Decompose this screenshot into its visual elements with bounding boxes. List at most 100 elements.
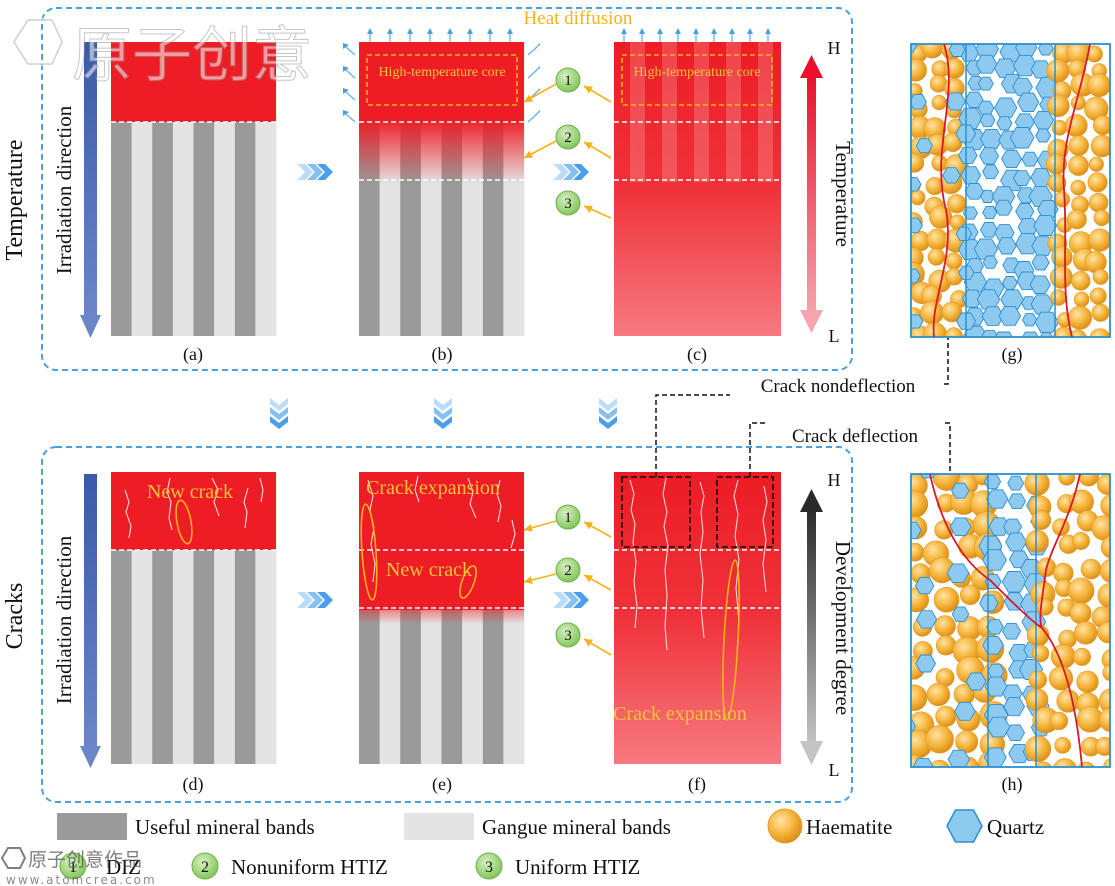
panel-e-expansion-text: Crack expansion <box>366 477 500 499</box>
haematite-grain <box>1070 95 1086 111</box>
heat-arrow-icon <box>507 28 513 42</box>
label-b: (b) <box>432 344 453 365</box>
quartz-grain <box>1021 313 1038 327</box>
haematite-grain <box>931 94 947 111</box>
quartz-grain <box>996 116 1013 131</box>
panel-c-core-text: High-temperature core <box>633 65 760 80</box>
haematite-grain <box>1087 73 1110 98</box>
panel-d-new-crack-label: New crack <box>147 481 233 503</box>
haematite-grain <box>1068 155 1089 176</box>
pointer-arrow-icon <box>523 573 557 584</box>
haematite-grain <box>1024 735 1052 763</box>
quartz-grain <box>965 672 987 691</box>
haematite-grain <box>1074 621 1098 645</box>
quartz-grain <box>986 619 1004 635</box>
panel-c-core-label: High-temperature core <box>633 65 760 80</box>
heat-arrow-icon <box>527 66 540 79</box>
haematite-grain <box>925 725 954 754</box>
panel-f-cracks <box>629 477 768 653</box>
zone-marker: 1 <box>555 504 581 530</box>
watermark-bottom-icon <box>0 847 27 869</box>
haematite-grain <box>1046 59 1070 83</box>
cracks-frame <box>41 446 853 803</box>
dev-axis-low: L <box>829 760 840 780</box>
legend-gangue-label: Gangue mineral bands <box>482 815 671 839</box>
heat-arrow-icon <box>711 28 717 42</box>
label-h: (h) <box>1002 774 1023 795</box>
heat-diffusion-label: Heat diffusion <box>524 8 633 29</box>
heat-arrow-icon <box>467 28 473 42</box>
quartz-grain <box>911 314 924 329</box>
quartz-grain <box>964 183 984 200</box>
panel-f-heat-block <box>614 472 781 764</box>
haematite-grain <box>911 490 929 518</box>
heat-arrow-icon <box>343 43 356 56</box>
panel-e-heat-fade <box>359 596 524 624</box>
haematite-grain <box>1054 736 1072 754</box>
legend-marker-1-text: 1 <box>69 859 77 876</box>
watermark-top: 原子创意 <box>11 17 313 92</box>
haematite-grain <box>1088 192 1109 213</box>
flow-chevron-icon <box>553 592 589 608</box>
watermark-top-text: 原子创意 <box>72 21 312 91</box>
panel-d-new-crack-ring <box>175 499 193 545</box>
crack-deflection-label: Crack deflection <box>792 426 919 447</box>
haematite-grain <box>1092 268 1109 285</box>
haematite-grain <box>1067 577 1095 604</box>
irradiation-label-top: Irradiation direction <box>52 105 76 274</box>
temp-axis-arrow <box>800 55 823 333</box>
quartz-grain <box>1003 518 1023 536</box>
quartz-grain <box>1009 127 1035 149</box>
quartz-grain <box>984 574 1002 590</box>
haematite-grain <box>1097 621 1110 644</box>
panel-b-core-label: High-temperature core <box>378 65 505 80</box>
haematite-grain <box>1031 510 1052 530</box>
haematite-grain <box>1067 209 1087 230</box>
haematite-grain <box>1049 265 1073 289</box>
quartz-grain <box>920 474 936 479</box>
pointer-arrow-icon <box>583 85 612 103</box>
zone-marker: 3 <box>555 622 581 648</box>
quartz-grain <box>1005 724 1026 742</box>
haematite-grain <box>1098 688 1110 715</box>
quartz-grain <box>912 757 934 767</box>
haematite-grain <box>1091 515 1110 541</box>
quartz-grain <box>988 517 1010 536</box>
haematite-grain <box>1068 135 1089 156</box>
quartz-grain <box>981 306 1005 326</box>
zone-marker-text: 2 <box>564 563 572 579</box>
haematite-grain <box>1093 209 1110 227</box>
haematite-grain <box>1091 303 1110 322</box>
haematite-grain <box>1028 670 1048 690</box>
quartz-grain <box>979 113 996 128</box>
quartz-grain <box>979 189 996 203</box>
panel-b-heat-fade <box>359 122 524 184</box>
quartz-grain <box>1035 128 1052 143</box>
pointer-arrow-icon <box>583 521 612 538</box>
panel-c-stripes <box>630 42 773 182</box>
quartz-grain <box>1029 275 1051 294</box>
quartz-grain <box>1021 151 1039 167</box>
flow-chevrons-vertical <box>270 398 617 429</box>
heat-arrow-icon <box>675 28 681 42</box>
panel-a-heat-zone <box>111 42 276 122</box>
haematite-grain <box>1056 689 1080 713</box>
haematite-grain <box>933 586 960 613</box>
panel-d-cracks <box>124 477 264 539</box>
haematite-grain <box>1073 291 1090 308</box>
legend-nonuniform-label: Nonuniform HTIZ <box>231 855 388 879</box>
haematite-grain <box>1053 326 1075 337</box>
quartz-grain <box>944 92 966 111</box>
zone-marker: 2 <box>555 557 581 583</box>
label-c: (c) <box>687 344 707 365</box>
flow-chevron-down-icon <box>270 398 288 429</box>
quartz-grain <box>911 268 921 284</box>
legend-marker-2-text: 2 <box>201 859 209 876</box>
row-title-temperature: Temperature <box>2 140 28 261</box>
panel-h-crack-2 <box>1039 474 1081 629</box>
quartz-grain <box>911 44 918 53</box>
quartz-grain <box>949 517 972 537</box>
quartz-grain <box>911 717 916 735</box>
haematite-grain <box>911 153 925 173</box>
haematite-grain <box>1069 602 1092 625</box>
